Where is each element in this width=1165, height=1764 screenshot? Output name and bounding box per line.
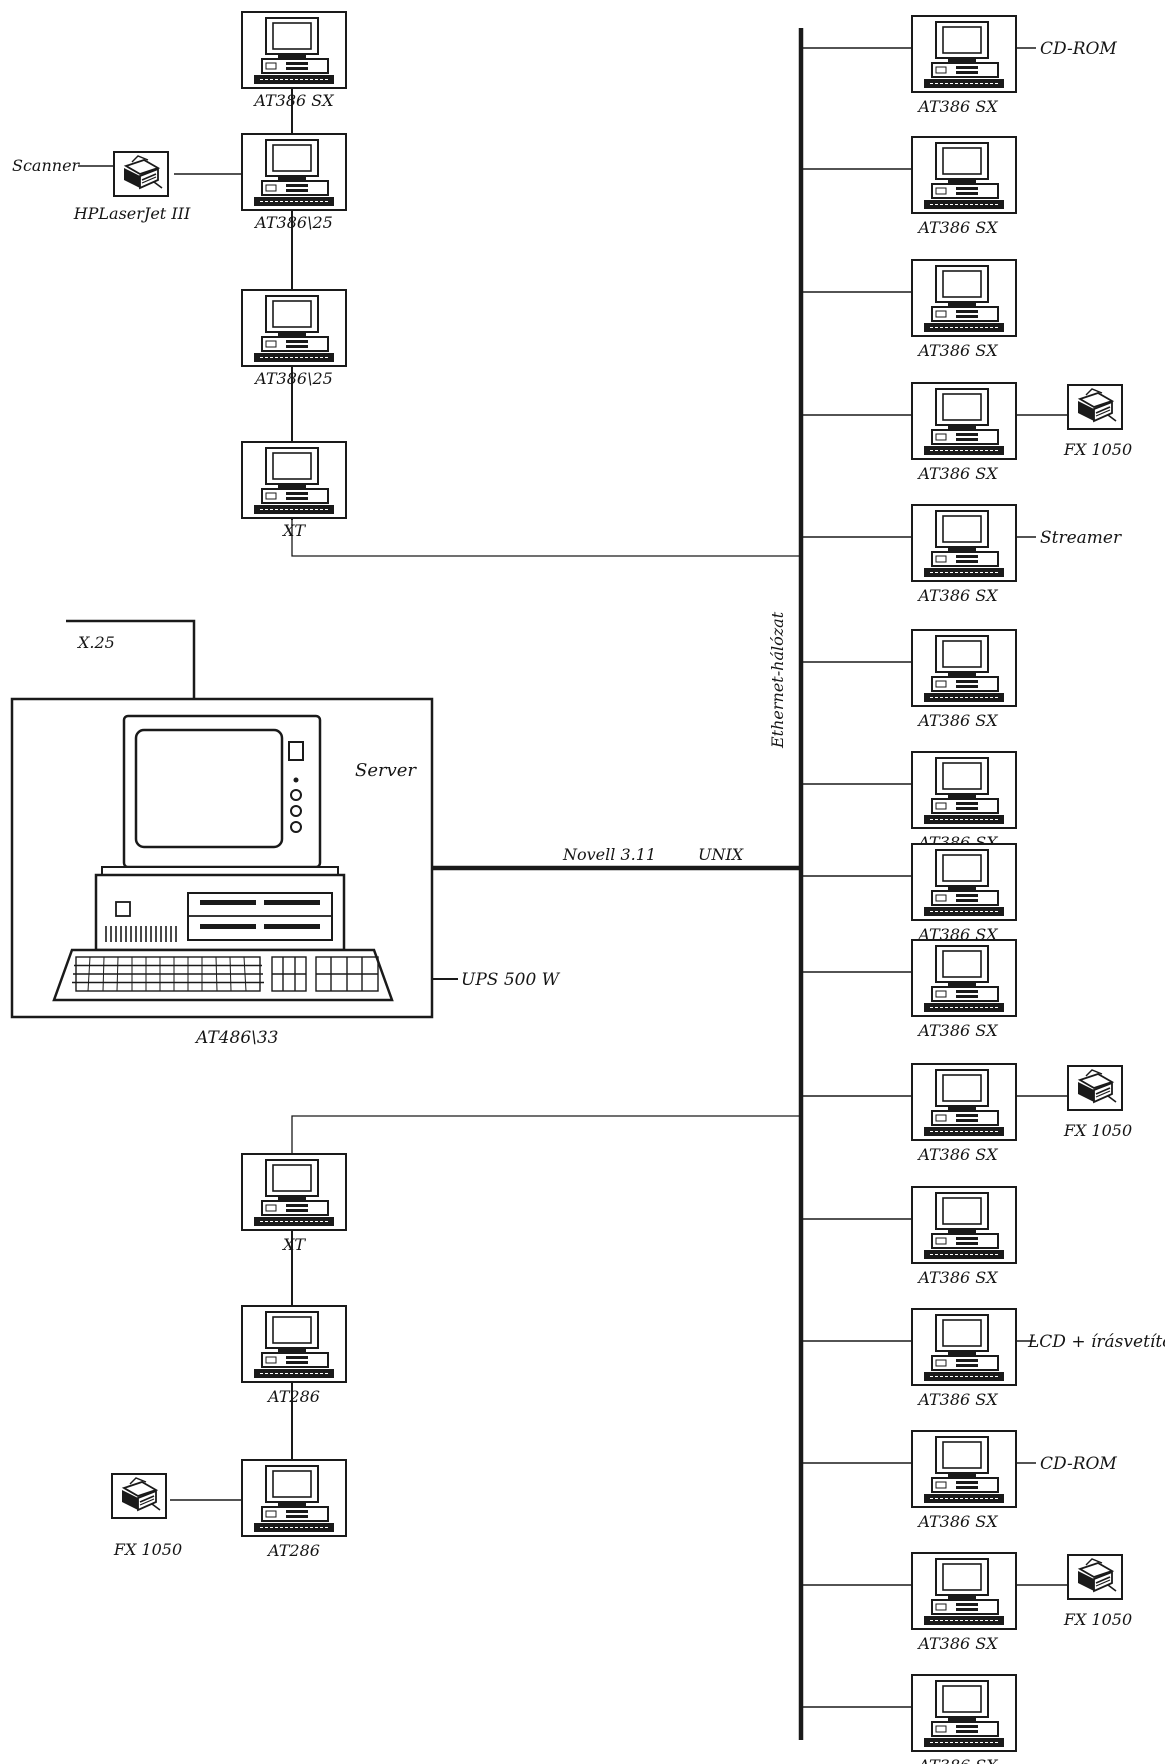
workstation-label: AT386\25 xyxy=(253,213,333,232)
workstation-label: AT286 xyxy=(266,1541,320,1560)
printer-label: FX 1050 xyxy=(1063,1121,1132,1140)
printer-label: FX 1050 xyxy=(1063,440,1132,459)
printer-icon xyxy=(1067,384,1123,430)
workstation-computer xyxy=(241,1305,347,1383)
ethernet-label: Ethernet-hálózat xyxy=(768,611,787,749)
workstation-label: AT386 SX xyxy=(916,1021,998,1040)
workstation-label: AT386 SX xyxy=(916,464,998,483)
workstation-label: AT386 SX xyxy=(916,1756,998,1764)
printer-label: HPLaserJet III xyxy=(73,204,191,223)
peripheral-label: CD-ROM xyxy=(1040,39,1117,59)
workstation-label: AT386\25 xyxy=(253,369,333,388)
scanner-label: Scanner xyxy=(12,156,81,175)
printer-icon xyxy=(1067,1554,1123,1600)
x25-link-line xyxy=(66,619,196,699)
left-bottom-bus-link-line xyxy=(291,1115,801,1162)
workstation-label: AT386 SX xyxy=(916,218,998,237)
workstation-label: AT386 SX xyxy=(916,341,998,360)
printer-icon xyxy=(113,151,169,197)
printer-label: FX 1050 xyxy=(1063,1610,1132,1629)
unix-label: UNIX xyxy=(698,845,744,864)
workstation-label: AT386 SX xyxy=(916,1634,998,1653)
workstation-computer xyxy=(241,289,347,367)
workstation-computer xyxy=(911,504,1017,582)
workstation-computer xyxy=(911,629,1017,707)
workstation-computer xyxy=(911,136,1017,214)
server-role-label: Server xyxy=(355,760,417,781)
workstation-computer xyxy=(911,843,1017,921)
workstation-computer xyxy=(241,11,347,89)
server-model-label: AT486\33 xyxy=(194,1028,279,1048)
workstation-computer xyxy=(911,1674,1017,1752)
workstation-label: XT xyxy=(281,521,306,540)
workstation-computer xyxy=(911,259,1017,337)
printer-icon xyxy=(1067,1065,1123,1111)
workstation-label: AT386 SX xyxy=(916,711,998,730)
workstation-computer xyxy=(911,1308,1017,1386)
workstation-label: AT386 SX xyxy=(916,1390,998,1409)
ups-label: UPS 500 W xyxy=(461,970,561,990)
workstation-computer xyxy=(241,441,347,519)
workstation-label: AT386 SX xyxy=(916,1512,998,1531)
workstation-computer xyxy=(911,1552,1017,1630)
peripheral-label: CD-ROM xyxy=(1040,1454,1117,1474)
workstation-computer xyxy=(241,1459,347,1537)
workstation-label: AT386 SX xyxy=(252,91,334,110)
workstation-computer xyxy=(911,751,1017,829)
x25-label: X.25 xyxy=(76,633,115,652)
workstation-computer xyxy=(911,1186,1017,1264)
workstation-label: AT386 SX xyxy=(916,97,998,116)
workstation-computer xyxy=(241,1153,347,1231)
workstation-label: XT xyxy=(281,1235,306,1254)
workstation-computer xyxy=(911,939,1017,1017)
printer-icon xyxy=(111,1473,167,1519)
workstation-label: AT386 SX xyxy=(916,1268,998,1287)
peripheral-label: LCD + írásvetítő xyxy=(1027,1332,1165,1352)
workstation-computer xyxy=(911,15,1017,93)
server-computer xyxy=(10,697,434,1019)
workstation-computer xyxy=(911,382,1017,460)
printer-label: FX 1050 xyxy=(113,1540,182,1559)
workstation-label: AT386 SX xyxy=(916,586,998,605)
novell-label: Novell 3.11 xyxy=(562,845,656,864)
workstation-label: AT386 SX xyxy=(916,1145,998,1164)
device-nodes: AT386 SX CD-ROM AT386 SX AT386 SX AT386 SX FX… xyxy=(12,11,1165,1764)
peripheral-label: Streamer xyxy=(1040,528,1122,548)
workstation-computer xyxy=(911,1430,1017,1508)
workstation-computer xyxy=(911,1063,1017,1141)
left-top-bus-link-line xyxy=(291,520,801,557)
workstation-label: AT286 xyxy=(266,1387,320,1406)
workstation-computer xyxy=(241,133,347,211)
